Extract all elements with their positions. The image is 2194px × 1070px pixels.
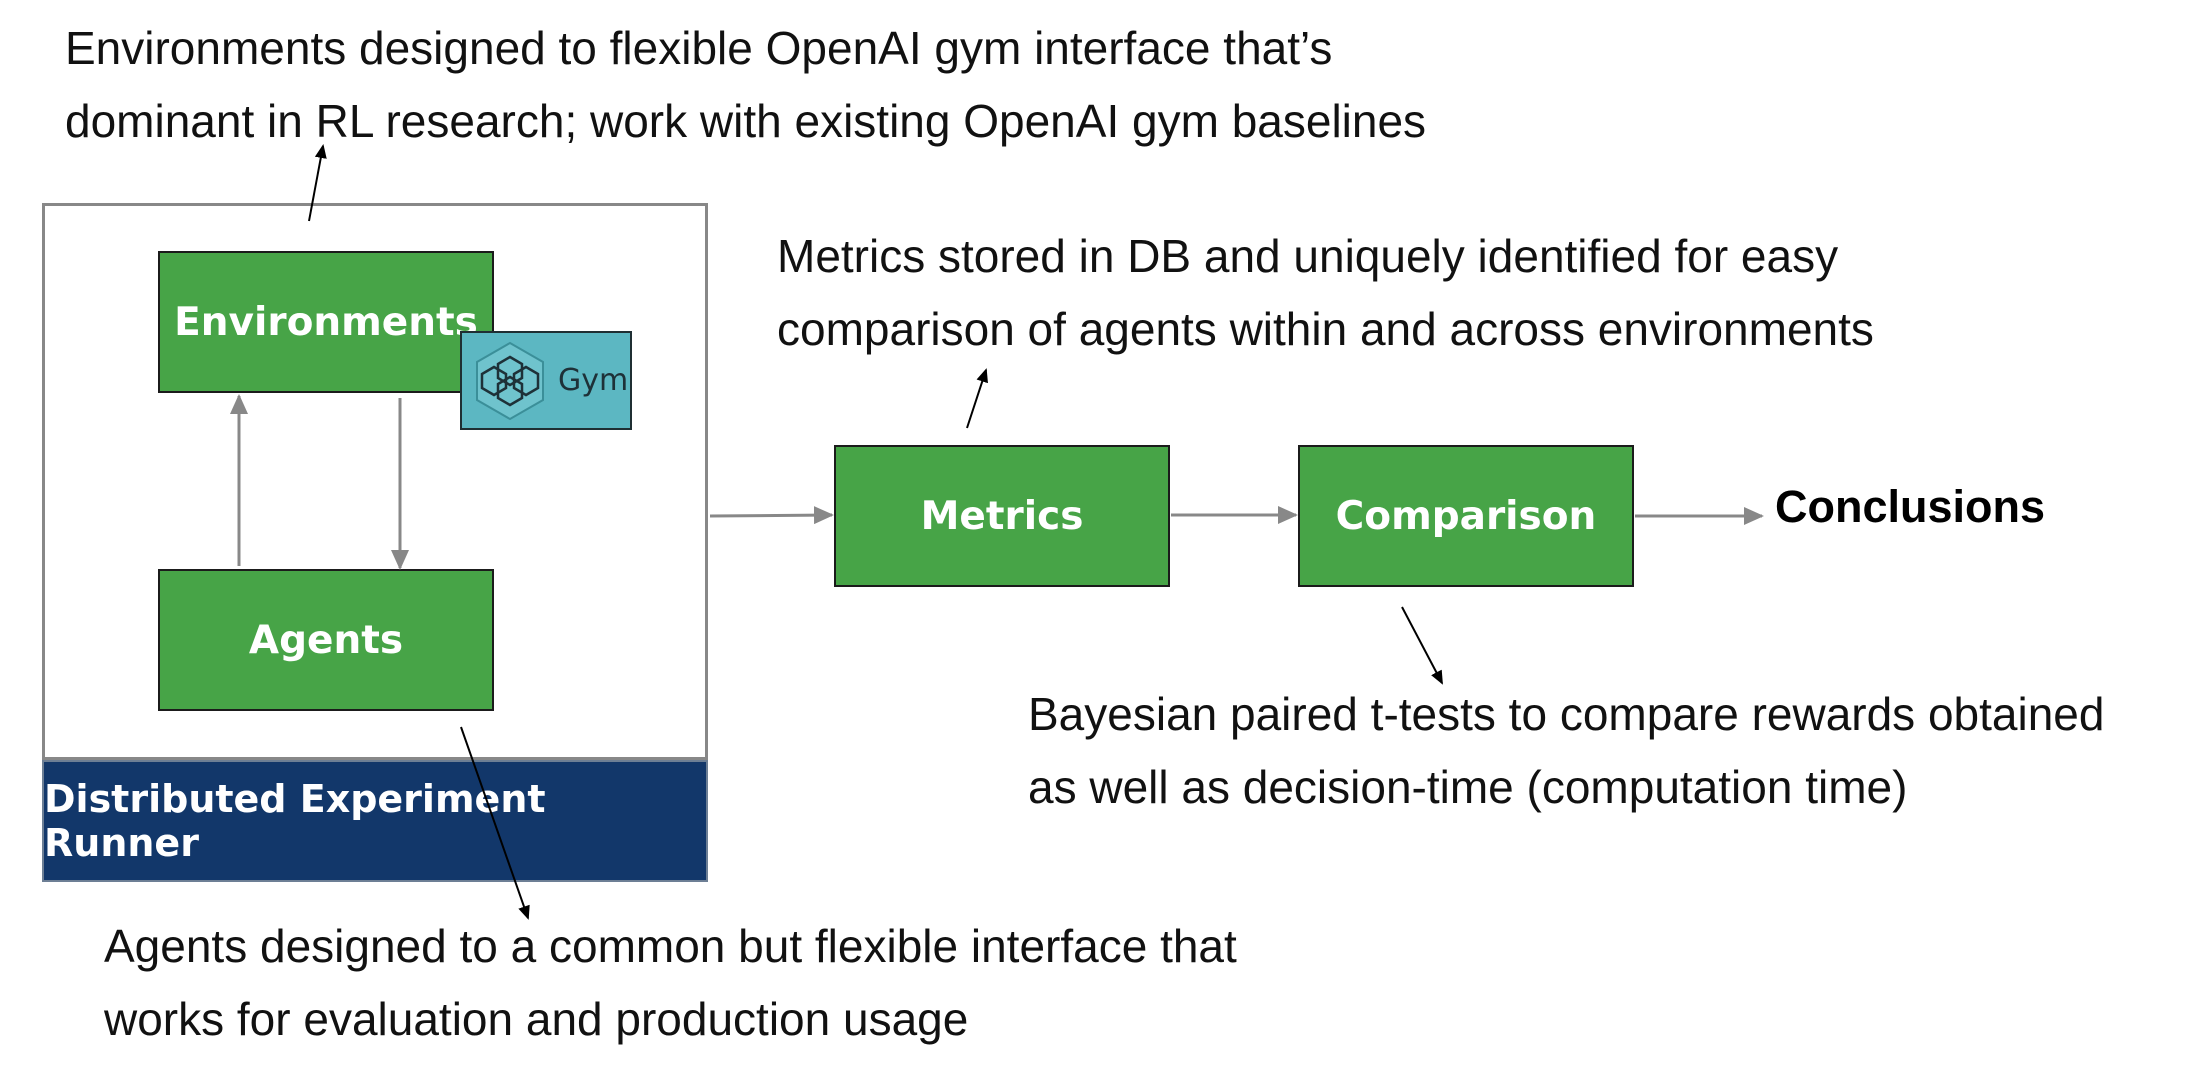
metrics-node: Metrics [834, 445, 1170, 587]
gym-logo-icon [476, 341, 544, 421]
distributed-experiment-runner: Distributed Experiment Runner [42, 760, 708, 882]
runner-label: Distributed Experiment Runner [44, 777, 546, 865]
comparison-label: Comparison [1335, 493, 1597, 539]
comparison-node: Comparison [1298, 445, 1634, 587]
frame-to-metrics-arrow [709, 506, 834, 525]
agents-note: Agents designed to a common but flexible… [104, 910, 1237, 1056]
gym-badge: Gym [460, 331, 632, 430]
agents-note-pointer [460, 726, 530, 920]
comparison-note-line1: Bayesian paired t-tests to compare rewar… [1028, 688, 2105, 740]
environments-node: Environments [158, 251, 494, 393]
environments-note-pointer [308, 144, 327, 222]
environments-note-line2: dominant in RL research; work with exist… [65, 95, 1427, 147]
conclusions-label: Conclusions [1775, 481, 2046, 532]
metrics-note: Metrics stored in DB and uniquely identi… [777, 220, 1874, 366]
agents-node: Agents [158, 569, 494, 711]
comparison-note-line2: as well as decision-time (computation ti… [1028, 761, 1908, 813]
metrics-note-pointer [966, 368, 988, 429]
metrics-note-line2: comparison of agents within and across e… [777, 303, 1874, 355]
metrics-note-line1: Metrics stored in DB and uniquely identi… [777, 230, 1839, 282]
metrics-label: Metrics [920, 493, 1084, 539]
agents-note-line1: Agents designed to a common but flexible… [104, 920, 1237, 972]
environments-label: Environments [174, 299, 478, 345]
comparison-note-pointer [1401, 606, 1443, 685]
environments-note: Environments designed to flexible OpenAI… [65, 12, 1426, 158]
gym-label: Gym [558, 363, 629, 398]
comparison-note: Bayesian paired t-tests to compare rewar… [1028, 678, 2104, 824]
agents-label: Agents [248, 617, 404, 663]
agents-note-line2: works for evaluation and production usag… [104, 993, 969, 1045]
environments-note-line1: Environments designed to flexible OpenAI… [65, 22, 1333, 74]
